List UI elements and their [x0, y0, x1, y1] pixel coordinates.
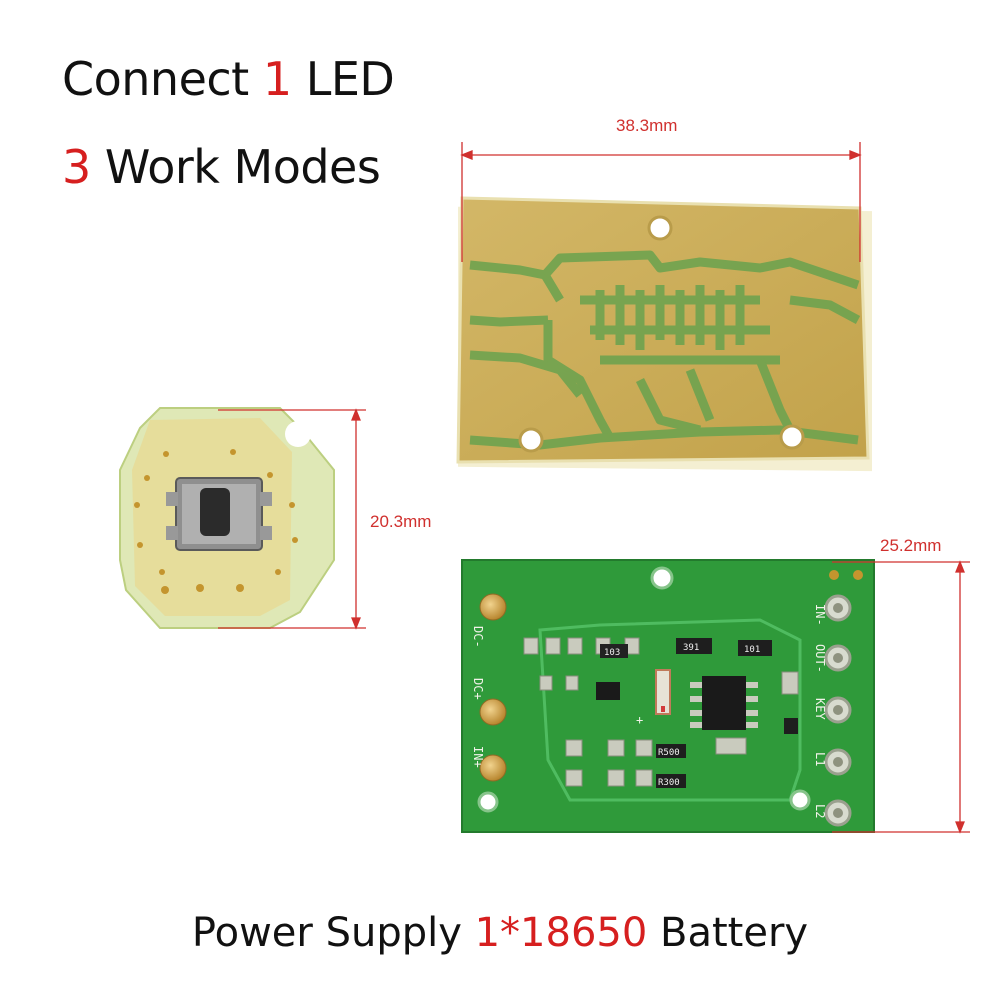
dimension-line-width: [460, 142, 862, 262]
silk-dc-minus: DC-: [471, 626, 485, 648]
component-markings: 103 391 101 R500 R300: [604, 643, 760, 788]
silk-key: KEY: [813, 698, 827, 720]
headline-1-prefix: Connect: [62, 52, 263, 106]
marking-101: 101: [744, 645, 760, 655]
headline-1-accent: 1: [262, 52, 292, 106]
headline-1-suffix: LED: [291, 52, 395, 106]
switch-board: [119, 407, 335, 629]
marking-103: 103: [604, 648, 620, 658]
dimension-line-switch: [218, 408, 366, 630]
headline-connect-led: Connect 1 LED: [62, 52, 395, 106]
green-pcb-board: DC- DC+ IN+ IN- OUT- KEY L1 L2 + 103 391…: [461, 559, 875, 833]
silk-plus: +: [636, 713, 643, 727]
silk-dc-plus: DC+: [471, 678, 485, 700]
tactile-switch: [166, 477, 272, 551]
marking-391: 391: [683, 643, 699, 653]
marking-r300: R300: [658, 778, 680, 788]
silk-l1: L1: [813, 752, 827, 766]
switch-board-pads: [134, 449, 298, 594]
silkscreen-labels: DC- DC+ IN+ IN- OUT- KEY L1 L2 +: [471, 604, 827, 818]
silk-in-plus: IN+: [471, 746, 485, 768]
dimension-label-switch: 20.3mm: [370, 512, 432, 531]
bare-pcb-board: [456, 196, 872, 472]
footer-suffix: Battery: [647, 910, 809, 956]
marking-r500: R500: [658, 748, 680, 758]
headline-2-accent: 3: [62, 140, 91, 194]
dimension-label-height: 25.2mm: [880, 536, 942, 555]
footer-power-supply: Power Supply 1*18650 Battery: [0, 910, 1000, 956]
dimension-line-height: [832, 560, 970, 834]
footer-prefix: Power Supply: [191, 910, 475, 956]
silk-in-minus: IN-: [813, 604, 827, 626]
headline-work-modes: 3 Work Modes: [62, 140, 381, 194]
components: [596, 638, 798, 788]
silk-out-minus: OUT-: [813, 644, 827, 673]
headline-2-suffix: Work Modes: [90, 140, 381, 194]
silk-l2: L2: [813, 804, 827, 818]
smd-pads: [523, 637, 799, 787]
footer-accent: 1*18650: [474, 910, 648, 956]
dimension-label-width: 38.3mm: [616, 116, 678, 135]
output-pads: [824, 570, 863, 827]
